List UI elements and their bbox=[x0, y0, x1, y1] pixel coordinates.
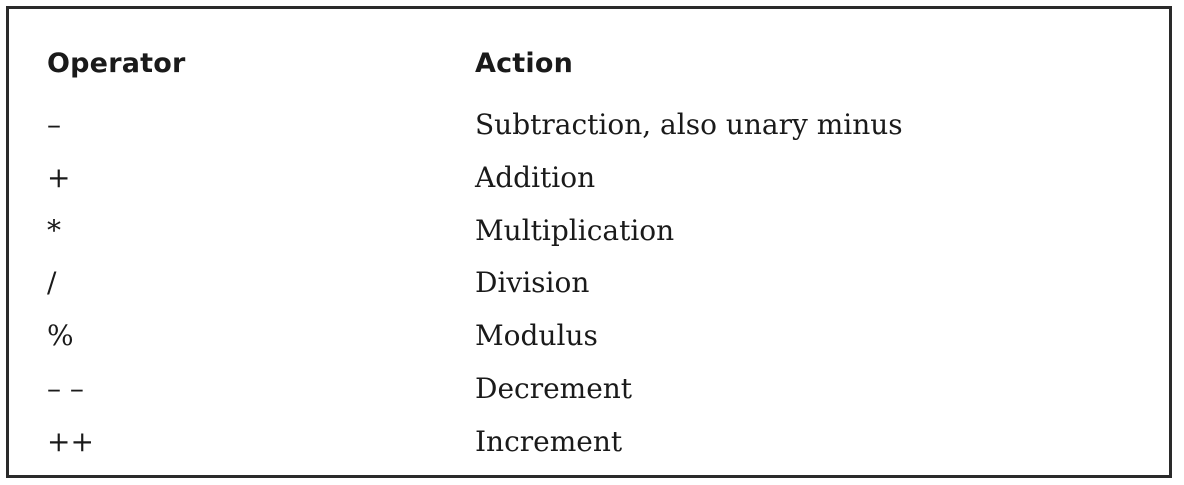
table-body: – Subtraction, also unary minus + Additi… bbox=[9, 105, 1169, 475]
operator-cell: – – bbox=[47, 371, 84, 405]
operator-cell: % bbox=[47, 319, 74, 353]
operator-cell: – bbox=[47, 108, 61, 141]
action-cell: Modulus bbox=[475, 319, 598, 353]
table-row: % Modulus bbox=[9, 316, 1169, 369]
operator-cell: * bbox=[47, 213, 61, 247]
table-row: / Division bbox=[9, 263, 1169, 316]
table-header-row: Operator Action bbox=[9, 49, 1169, 89]
table-row: + Addition bbox=[9, 158, 1169, 211]
table-row: * Multiplication bbox=[9, 211, 1169, 264]
operator-table: Operator Action – Subtraction, also unar… bbox=[6, 6, 1172, 478]
operator-cell: + bbox=[47, 160, 71, 194]
action-cell: Division bbox=[475, 266, 590, 300]
table-row: ++ Increment bbox=[9, 422, 1169, 475]
header-action: Action bbox=[475, 48, 574, 79]
header-operator: Operator bbox=[47, 48, 186, 79]
operator-cell: / bbox=[47, 266, 57, 300]
operator-cell: ++ bbox=[47, 424, 94, 458]
table-row: – – Decrement bbox=[9, 369, 1169, 422]
action-cell: Decrement bbox=[475, 371, 633, 405]
table-row: – Subtraction, also unary minus bbox=[9, 105, 1169, 158]
action-cell: Addition bbox=[475, 160, 596, 194]
action-cell: Subtraction, also unary minus bbox=[475, 108, 903, 141]
action-cell: Multiplication bbox=[475, 213, 675, 247]
action-cell: Increment bbox=[475, 424, 623, 458]
